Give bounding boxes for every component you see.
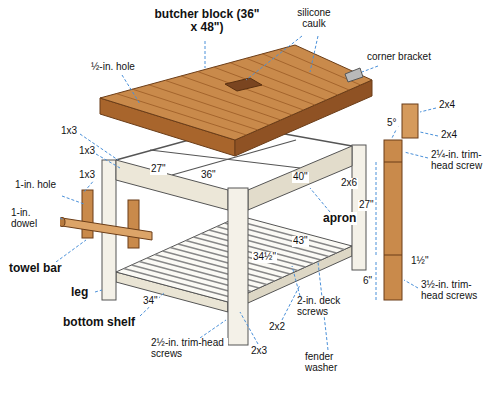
part-label: 1½" xyxy=(410,256,429,267)
board-seam xyxy=(116,94,246,135)
part-label: bottom shelf xyxy=(62,316,136,329)
part-label: fender washer xyxy=(304,352,358,373)
part-label: 6" xyxy=(362,276,373,287)
part-label: 34" xyxy=(142,296,159,307)
part-label: 2x3 xyxy=(250,346,268,357)
part-label: 1-in. hole xyxy=(14,180,64,191)
part-label: 27" xyxy=(358,200,375,211)
part-label: 1x3 xyxy=(60,126,78,137)
part-label: 40" xyxy=(292,172,309,183)
part-label: 2½-in. trim-head screws xyxy=(150,338,228,359)
board-seam xyxy=(246,58,338,95)
part-label: 2-in. deck screws xyxy=(296,296,352,317)
part-label: corner bracket xyxy=(366,52,448,63)
part-label: 2x6 xyxy=(340,178,358,189)
part-label: 1x3 xyxy=(78,146,96,157)
part-label: 43" xyxy=(292,236,309,247)
board-seam xyxy=(214,67,315,105)
part-label: 3½-in. trim-head screws xyxy=(420,280,494,301)
leader-lines xyxy=(56,36,438,350)
board-seam xyxy=(181,76,292,115)
board-seam xyxy=(133,89,258,130)
part-label: 2x2 xyxy=(268,322,286,333)
part-label: 34½" xyxy=(252,252,277,263)
exploded-leg-art xyxy=(376,104,418,300)
butcher-block-art xyxy=(100,45,372,156)
part-label: butcher block (36" x 48") xyxy=(150,8,264,33)
part-label: ½-in. hole xyxy=(90,62,136,73)
part-label: 2x4 xyxy=(438,100,456,111)
part-label: 36" xyxy=(200,170,217,181)
corner-bracket-art xyxy=(345,68,363,82)
part-label: towel bar xyxy=(8,262,63,275)
part-label: 27" xyxy=(150,164,167,175)
board-seam xyxy=(165,80,281,120)
part-label: 2¼-in. trim-head screw xyxy=(430,150,494,171)
part-label: leg xyxy=(70,286,89,299)
part-label: 1x3 xyxy=(78,170,96,181)
part-label: 2x4 xyxy=(440,130,458,141)
part-label: 1-in. dowel xyxy=(10,208,60,229)
part-label: silicone caulk xyxy=(288,8,340,29)
apron-art xyxy=(248,146,352,210)
towel-bar-art xyxy=(59,190,152,248)
board-seam xyxy=(198,72,304,111)
part-label: 5° xyxy=(386,118,398,129)
part-label: apron xyxy=(322,212,357,225)
board-seam xyxy=(263,54,350,90)
